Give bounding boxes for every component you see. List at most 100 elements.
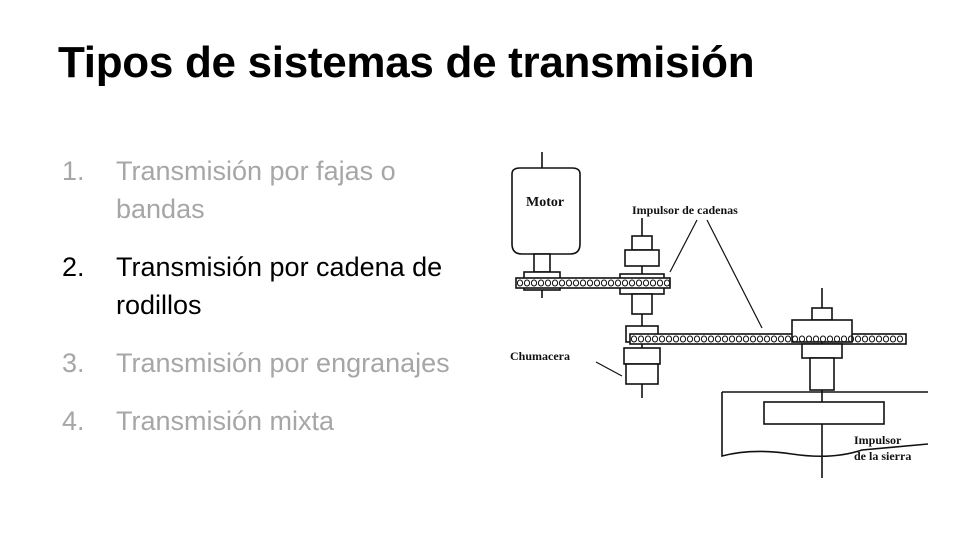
saw-collar: [801, 343, 843, 359]
chain-link: [658, 335, 666, 343]
list-number: 4.: [62, 406, 85, 436]
lower-chain: [629, 333, 907, 345]
chain-link: [544, 279, 552, 287]
chain-link: [854, 335, 862, 343]
chain-link: [875, 335, 883, 343]
chain-link: [614, 279, 622, 287]
callout-line-upper: [669, 219, 698, 273]
chain-link: [784, 335, 792, 343]
upper-chain-links: [516, 279, 671, 287]
chain-link: [663, 279, 671, 287]
chain-drive-diagram: Motor Impulsor de cadenas Chumacera Impu…: [492, 148, 928, 488]
chain-link: [700, 335, 708, 343]
chain-link: [826, 335, 834, 343]
chain-link: [707, 335, 715, 343]
label-saw-drive-2: de la sierra: [854, 449, 911, 463]
chain-link: [565, 279, 573, 287]
callout-line-bearing: [595, 361, 623, 377]
chain-link: [523, 279, 531, 287]
chain-link: [572, 279, 580, 287]
chain-link: [642, 279, 650, 287]
chain-link: [868, 335, 876, 343]
callout-line-lower: [706, 219, 763, 329]
list-text: Transmisión por engranajes: [116, 348, 450, 378]
chain-link: [770, 335, 778, 343]
chain-link: [840, 335, 848, 343]
chain-link: [819, 335, 827, 343]
saw-disc: [763, 401, 885, 425]
label-motor: Motor: [526, 195, 564, 210]
label-chain-sprockets: Impulsor de cadenas: [632, 203, 738, 217]
chain-link: [791, 335, 799, 343]
upper-nut-base: [624, 249, 660, 267]
saw-shaft-body: [809, 357, 835, 391]
list-item-belts: 1. Transmisión por fajas o bandas: [62, 152, 482, 228]
motor-body: [511, 167, 581, 255]
slide-title: Tipos de sistemas de transmisión: [58, 38, 755, 87]
saw-sprocket: [791, 319, 853, 343]
lower-chain-links: [630, 335, 904, 343]
chain-link: [693, 335, 701, 343]
chain-link: [593, 279, 601, 287]
chain-link: [579, 279, 587, 287]
list-item-roller-chain: 2. Transmisión por cadena de rodillos: [62, 248, 482, 324]
chain-link: [714, 335, 722, 343]
topic-list: 1. Transmisión por fajas o bandas 2. Tra…: [62, 152, 482, 460]
chain-link: [635, 279, 643, 287]
chain-link: [628, 279, 636, 287]
chain-link: [621, 279, 629, 287]
chain-link: [537, 279, 545, 287]
list-item-gears: 3. Transmisión por engranajes: [62, 344, 482, 382]
chain-link: [600, 279, 608, 287]
chain-link: [516, 279, 524, 287]
chain-link: [749, 335, 757, 343]
chain-link: [637, 335, 645, 343]
chain-link: [665, 335, 673, 343]
chain-link: [805, 335, 813, 343]
chain-link: [763, 335, 771, 343]
motor-hub: [533, 253, 551, 273]
chain-link: [798, 335, 806, 343]
chain-link: [649, 279, 657, 287]
chain-link: [756, 335, 764, 343]
label-saw-drive-1: Impulsor: [854, 433, 902, 447]
chain-link: [861, 335, 869, 343]
chain-link: [656, 279, 664, 287]
chain-link: [812, 335, 820, 343]
chain-link: [735, 335, 743, 343]
chain-link: [833, 335, 841, 343]
chain-link: [586, 279, 594, 287]
list-number: 3.: [62, 348, 85, 378]
intermediate-collar: [631, 293, 653, 315]
chain-link: [558, 279, 566, 287]
list-text: Transmisión por fajas o bandas: [116, 156, 396, 224]
list-text: Transmisión por cadena de rodillos: [116, 252, 443, 320]
chain-link: [728, 335, 736, 343]
chain-link: [607, 279, 615, 287]
chain-link: [672, 335, 680, 343]
chain-link: [896, 335, 904, 343]
chain-link: [882, 335, 890, 343]
bearing-bottom: [625, 363, 659, 385]
chain-link: [721, 335, 729, 343]
chain-link: [679, 335, 687, 343]
list-number: 2.: [62, 252, 85, 282]
list-number: 1.: [62, 156, 85, 186]
chain-drive-svg: Motor Impulsor de cadenas Chumacera Impu…: [510, 152, 928, 478]
chain-link: [644, 335, 652, 343]
chain-link: [686, 335, 694, 343]
chain-link: [530, 279, 538, 287]
chain-link: [630, 335, 638, 343]
chain-link: [651, 335, 659, 343]
upper-nut: [631, 235, 653, 251]
chain-link: [551, 279, 559, 287]
chain-link: [889, 335, 897, 343]
list-item-mixed: 4. Transmisión mixta: [62, 402, 482, 440]
list-text: Transmisión mixta: [116, 406, 335, 436]
label-bearing: Chumacera: [510, 349, 570, 363]
chain-link: [742, 335, 750, 343]
chain-link: [777, 335, 785, 343]
chain-link: [847, 335, 855, 343]
saw-nut: [811, 307, 833, 321]
saw-housing: [721, 391, 928, 458]
